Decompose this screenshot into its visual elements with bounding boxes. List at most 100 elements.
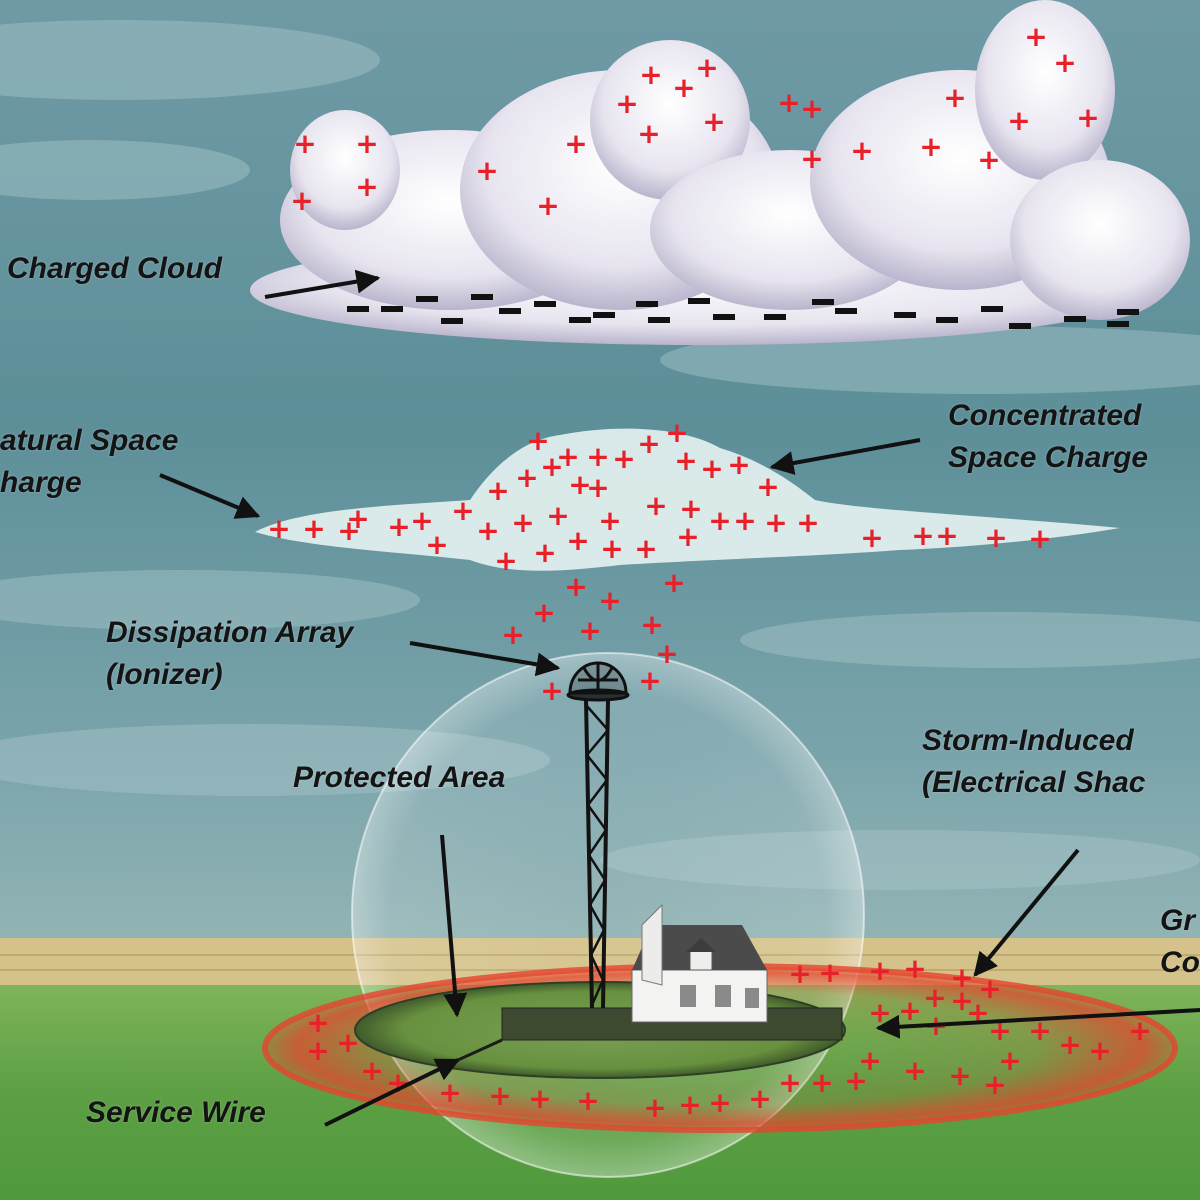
- positive-charge-30: +: [451, 494, 474, 527]
- positive-charge-13: +: [777, 86, 800, 119]
- positive-charge-47: +: [674, 444, 697, 477]
- positive-charge-85: +: [528, 1082, 551, 1115]
- negative-charge-19: [1107, 321, 1129, 327]
- positive-charge-40: +: [586, 471, 609, 504]
- label-charged-cloud-text: Charged Cloud: [7, 252, 222, 285]
- positive-charge-94: +: [868, 996, 891, 1029]
- positive-charge-1: +: [355, 127, 378, 160]
- positive-charge-87: +: [643, 1091, 666, 1124]
- positive-charge-106: +: [903, 1054, 926, 1087]
- positive-charge-7: +: [615, 87, 638, 120]
- arrow-dissipation-array: [409, 641, 561, 677]
- positive-charge-33: +: [511, 506, 534, 539]
- positive-charge-48: +: [700, 452, 723, 485]
- label-storm-induced: Storm-Induced (Electrical Shac: [922, 720, 1145, 804]
- positive-charge-112: +: [868, 954, 891, 987]
- positive-charge-66: +: [1028, 522, 1051, 555]
- positive-charge-72: +: [640, 608, 663, 641]
- negative-charge-6: [534, 301, 556, 307]
- label-dissipation-array: Dissipation Array (Ionizer): [106, 612, 353, 696]
- positive-charge-95: +: [898, 994, 921, 1027]
- negative-charge-14: [894, 312, 916, 318]
- positive-charge-91: +: [778, 1066, 801, 1099]
- positive-charge-31: +: [425, 528, 448, 561]
- positive-charge-63: +: [911, 519, 934, 552]
- positive-charge-2: +: [290, 184, 313, 217]
- label-natural-space-charge: atural Space harge: [0, 420, 178, 504]
- positive-charge-88: +: [678, 1088, 701, 1121]
- positive-charge-69: +: [598, 584, 621, 617]
- negative-charge-3: [441, 318, 463, 324]
- positive-charge-114: +: [950, 984, 973, 1017]
- positive-charge-0: +: [293, 127, 316, 160]
- negative-charge-10: [713, 314, 735, 320]
- positive-charge-113: +: [903, 952, 926, 985]
- positive-charge-57: +: [598, 504, 621, 537]
- callout-arrows: [159, 269, 1200, 1127]
- positive-charge-78: +: [306, 1006, 329, 1039]
- label-ground-collector-line1: Gr: [1160, 904, 1196, 937]
- positive-charge-80: +: [336, 1026, 359, 1059]
- positive-charge-24: +: [267, 512, 290, 545]
- positive-charge-83: +: [438, 1076, 461, 1109]
- negative-charge-21: [648, 317, 670, 323]
- positive-charge-67: +: [546, 499, 569, 532]
- space-charge-cloud: [255, 428, 1120, 571]
- arrow-service-wire: [324, 1058, 461, 1127]
- positive-charge-104: +: [983, 1068, 1006, 1101]
- positive-charge-92: +: [810, 1066, 833, 1099]
- dissipation-tower: [584, 699, 610, 1009]
- positive-charge-12: +: [702, 105, 725, 138]
- label-dissipation-line2: (Ionizer): [106, 658, 223, 691]
- positive-charge-103: +: [998, 1044, 1021, 1077]
- positive-charge-51: +: [644, 489, 667, 522]
- negative-charge-0: [347, 306, 369, 312]
- positive-charge-9: +: [672, 71, 695, 104]
- negative-charge-9: [688, 298, 710, 304]
- negative-charge-12: [812, 299, 834, 305]
- positive-charge-46: +: [665, 416, 688, 449]
- positive-charge-4: +: [475, 154, 498, 187]
- positive-charge-61: +: [676, 520, 699, 553]
- positive-charge-84: +: [488, 1079, 511, 1112]
- label-service-wire-text: Service Wire: [86, 1096, 266, 1129]
- label-concentrated-line1: Concentrated: [948, 399, 1142, 432]
- positive-charge-96: +: [923, 981, 946, 1014]
- positive-charge-10: +: [695, 51, 718, 84]
- positive-charge-59: +: [600, 532, 623, 565]
- label-storm-induced-line1: Storm-Induced: [922, 724, 1134, 757]
- arrow-protected-area: [440, 834, 468, 1018]
- positive-charge-52: +: [679, 492, 702, 525]
- ionizer-array: [566, 661, 630, 702]
- positive-charge-107: +: [858, 1044, 881, 1077]
- negative-charge-11: [764, 314, 786, 320]
- label-storm-induced-line2: (Electrical Shac: [922, 766, 1146, 799]
- positive-charge-35: +: [494, 544, 517, 577]
- negative-charge-17: [1009, 323, 1031, 329]
- positive-charge-97: +: [950, 961, 973, 994]
- positive-charge-58: +: [566, 524, 589, 557]
- positive-charge-3: +: [355, 170, 378, 203]
- label-concentrated-line2: Space Charge: [948, 441, 1149, 474]
- positive-charge-81: +: [360, 1054, 383, 1087]
- positive-charge-36: +: [486, 474, 509, 507]
- positive-charge-98: +: [978, 972, 1001, 1005]
- positive-charge-41: +: [526, 424, 549, 457]
- arrow-concentrated-space-charge: [769, 438, 921, 475]
- label-ground-collector: Gr Co: [1160, 900, 1200, 984]
- positive-charge-18: +: [943, 81, 966, 114]
- positive-charge-54: +: [733, 504, 756, 537]
- negative-charge-7: [593, 312, 615, 318]
- positive-charge-101: +: [1058, 1028, 1081, 1061]
- positive-charge-21: +: [1024, 20, 1047, 53]
- positive-charge-79: +: [306, 1034, 329, 1067]
- positive-charge-105: +: [948, 1059, 971, 1092]
- label-protected-area-text: Protected Area: [293, 761, 506, 794]
- positive-charge-28: +: [387, 510, 410, 543]
- positive-charge-22: +: [1053, 46, 1076, 79]
- negative-charge-8: [636, 301, 658, 307]
- negative-charge-5: [499, 308, 521, 314]
- positive-charge-14: +: [800, 92, 823, 125]
- negative-charge-1: [381, 306, 403, 312]
- positive-charge-16: +: [850, 134, 873, 167]
